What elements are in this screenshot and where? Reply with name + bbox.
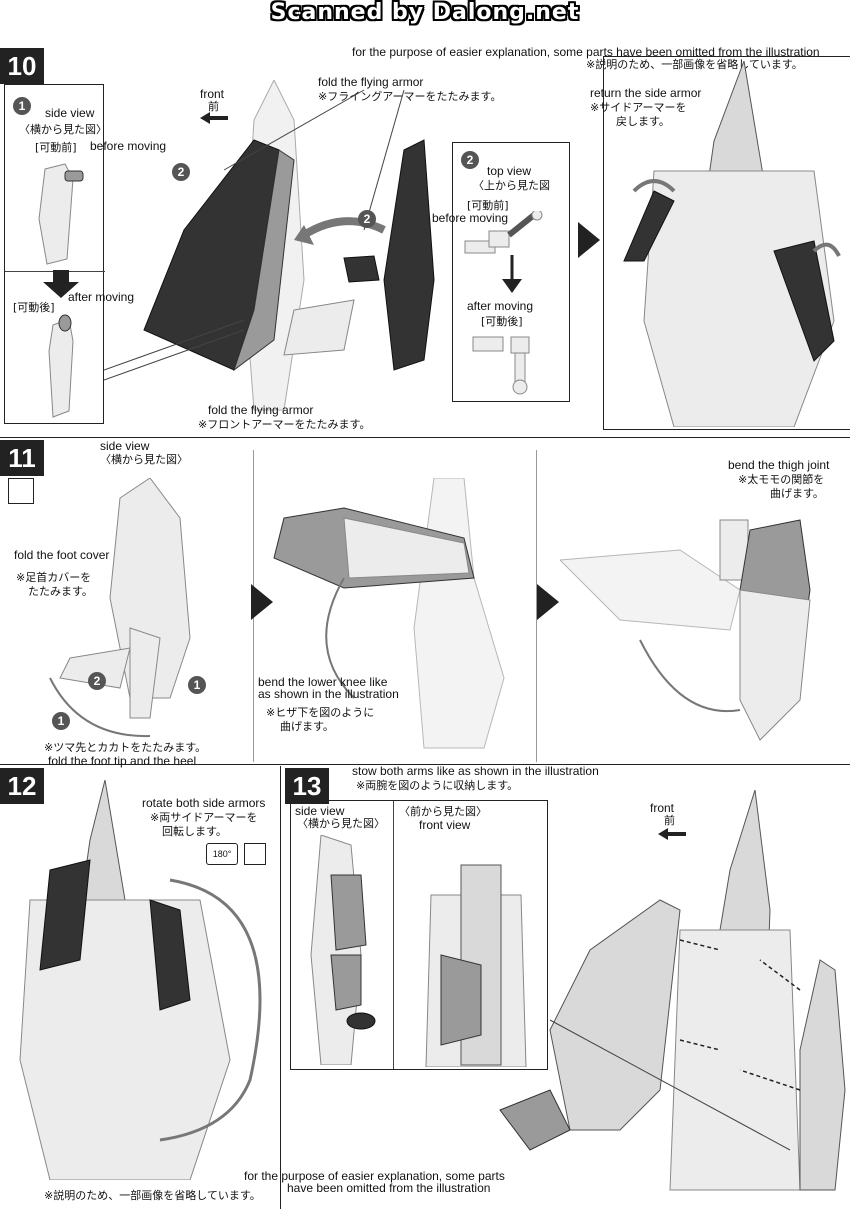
sub-step-2-badge-left: 2 xyxy=(172,163,190,181)
stow-arms-jp: ※両腕を図のように収納します。 xyxy=(356,779,519,792)
panel-divider xyxy=(536,450,537,762)
next-arrow-icon xyxy=(578,222,600,258)
top-note-en: for the purpose of easier explanation, s… xyxy=(352,45,820,59)
panel-divider xyxy=(280,766,281,1209)
box-after-jp: [可動後] xyxy=(481,315,523,328)
top-view-panel: 2 top view 〈上から見た図 [可動前] [可動後] xyxy=(452,142,570,402)
step-number-11: 11 xyxy=(0,440,44,476)
return-armor-jp1: ※サイドアーマーを xyxy=(590,101,687,114)
sub-step-1-badge: 1 xyxy=(13,97,31,115)
front-view-en: front view xyxy=(419,818,471,832)
thigh-bend-illustration xyxy=(560,519,811,741)
before-moving-jp: [可動前] xyxy=(35,141,77,154)
armor-after-illustration xyxy=(48,314,74,418)
top-note-jp: ※説明のため、一部画像を省略しています。 xyxy=(586,58,803,71)
side-view-label-en: side view xyxy=(45,106,95,120)
step13-front-jp: 前 xyxy=(664,814,675,827)
box-after-en: after moving xyxy=(467,299,534,313)
stowed-side-illustration xyxy=(310,835,376,1065)
after-moving-en: after moving xyxy=(68,290,135,304)
step11-side-view-en: side view xyxy=(100,439,150,453)
lower-knee-en1: bend the lower knee like xyxy=(258,675,388,689)
step11-badge-2: 2 xyxy=(88,672,106,690)
side-view-panel: 1 side view 〈横から見た図〉 [可動前] [可動後] xyxy=(4,84,107,424)
rotate-armors-jp1: ※両サイドアーマーを xyxy=(150,811,258,824)
step13-note-en1: for the purpose of easier explanation, s… xyxy=(244,1169,505,1183)
step-number-10: 10 xyxy=(0,48,44,84)
foot-cover-en: fold the foot cover xyxy=(14,548,110,562)
flying-armor-fold-illustration xyxy=(104,80,435,411)
top-view-label-jp: 〈上から見た図 xyxy=(473,179,550,192)
armor-before-illustration xyxy=(38,163,84,265)
lower-knee-jp2: 曲げます。 xyxy=(280,720,334,733)
joint-before-illustration xyxy=(464,211,543,254)
stow-arms-en: stow both arms like as shown in the illu… xyxy=(352,764,599,778)
knee-joint-icon xyxy=(8,478,34,504)
lower-knee-jp1: ※ヒザ下を図のように xyxy=(266,706,375,719)
down-arrow-icon xyxy=(43,270,79,298)
box-before-en: before moving xyxy=(432,211,509,225)
top-view-label-en: top view xyxy=(487,164,532,178)
stow-views-panel: side view 〈横から見た図〉 〈前から見た図〉 front view xyxy=(290,800,548,1070)
rotate-armors-en: rotate both side armors xyxy=(142,796,266,810)
fold-flying-en: fold the flying armor xyxy=(318,75,424,89)
foot-cover-jp1: ※足首カバーを xyxy=(16,571,92,584)
side-view-label-jp: 〈横から見た図〉 xyxy=(19,123,107,136)
view-divider xyxy=(393,801,394,1069)
step11-side-view-jp: 〈横から見た図〉 xyxy=(100,453,188,466)
step11-badge-1-left: 1 xyxy=(52,712,70,730)
step13-side-view-jp: 〈横から見た図〉 xyxy=(297,817,385,830)
box-before-jp: [可動前] xyxy=(467,199,509,212)
scan-banner: Scanned by Dalong.net xyxy=(270,0,580,25)
fold-front-en: fold the flying armor xyxy=(208,403,314,417)
rotate-side-armor-illustration xyxy=(19,780,262,1180)
thigh-joint-jp2: 曲げます。 xyxy=(770,487,824,500)
sub-step-2-badge: 2 xyxy=(461,151,479,169)
lower-knee-bend-illustration xyxy=(273,478,505,749)
step12-note-jp: ※説明のため、一部画像を省略しています。 xyxy=(44,1189,261,1202)
sub-step-2-badge-center: 2 xyxy=(358,210,376,228)
lower-knee-en2: as shown in the illustration xyxy=(258,687,399,701)
next-arrow-icon xyxy=(251,584,273,620)
foot-cover-jp2: たたみます。 xyxy=(28,585,93,598)
down-arrow-icon xyxy=(502,255,522,293)
joint-icon xyxy=(244,843,266,865)
foot-tip-jp: ※ツマ先とカカトをたたみます。 xyxy=(44,741,207,754)
stowed-front-illustration xyxy=(425,864,527,1067)
front-label-jp: 前 xyxy=(208,100,219,113)
front-arrow-icon xyxy=(200,112,228,124)
fold-flying-jp: ※フライングアーマーをたたみます。 xyxy=(318,90,502,103)
step-number-13: 13 xyxy=(285,768,329,804)
step11-badge-1-right: 1 xyxy=(188,676,206,694)
step13-note-en2: have been omitted from the illustration xyxy=(287,1181,491,1195)
section-divider xyxy=(0,764,850,765)
stow-arms-illustration xyxy=(499,790,846,1191)
front-view-jp: 〈前から見た図〉 xyxy=(399,805,487,818)
before-moving-en: before moving xyxy=(90,139,167,153)
rotate-180-icon: 180° xyxy=(206,843,238,865)
thigh-joint-en: bend the thigh joint xyxy=(728,458,830,472)
return-armor-jp2: 戻します。 xyxy=(616,115,670,128)
leg-fold-illustration xyxy=(49,478,191,738)
thigh-joint-jp1: ※太モモの関節を xyxy=(738,473,825,486)
return-armor-panel: return the side armor ※サイドアーマーを 戻します。 xyxy=(590,56,850,430)
section-divider xyxy=(0,437,850,438)
rotate-armors-jp2: 回転します。 xyxy=(162,825,227,838)
fold-front-jp: ※フロントアーマーをたたみます。 xyxy=(198,418,371,431)
step13-side-view-en: side view xyxy=(295,804,345,818)
joint-after-illustration xyxy=(472,336,530,395)
return-armor-en: return the side armor xyxy=(590,86,702,100)
front-arrow-icon xyxy=(658,828,686,840)
step-number-12: 12 xyxy=(0,768,44,804)
after-moving-jp: [可動後] xyxy=(13,301,55,314)
foot-tip-en: fold the foot tip and the heel xyxy=(48,754,197,768)
step13-front-en: front xyxy=(650,801,675,815)
next-arrow-icon xyxy=(537,584,559,620)
mobile-suit-torso-illustration xyxy=(623,61,841,427)
front-label-en: front xyxy=(200,87,225,101)
